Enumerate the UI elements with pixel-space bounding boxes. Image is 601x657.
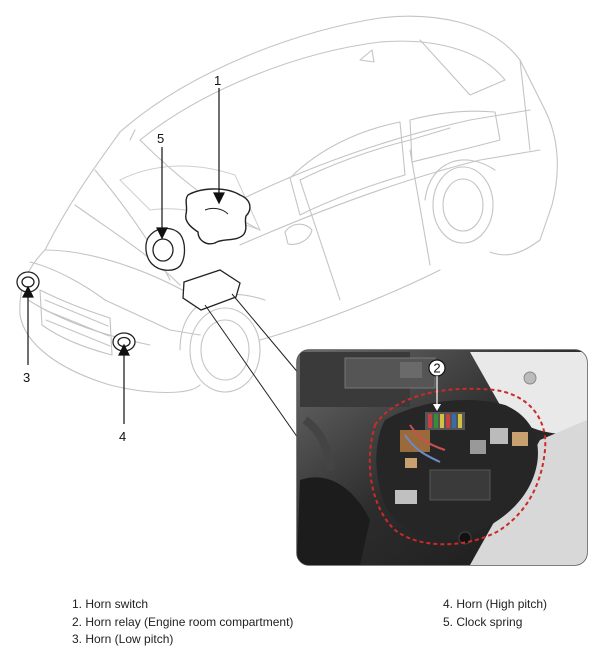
horn-high-pitch [112,332,136,352]
callout-5: 5 [157,131,164,146]
engine-room-box [182,269,241,311]
arrowhead-4 [118,343,130,356]
horn-switch-detail [204,207,229,215]
horn-switch-pad [184,188,251,245]
legend-item-3: 3. Horn (Low pitch) [72,632,174,646]
clock-spring [145,227,186,271]
callout-4: 4 [119,429,126,444]
inset-connector-line [231,293,301,376]
inset-connector-line [204,304,306,449]
callout-1: 1 [214,73,221,88]
legend-item-5: 5. Clock spring [443,614,523,629]
legend-item-2: 2. Horn relay (Engine room compartment) [72,614,294,629]
relay-box-highlight [368,387,547,546]
arrowhead-1 [213,192,225,205]
callout-3: 3 [23,370,30,385]
arrowhead-5 [156,227,168,240]
horn-system-diagram: 1 5 3 4 [16,15,588,566]
car-outline [19,15,558,394]
legend-item-1: 1. Horn switch [72,597,149,611]
legend-right: 4. Horn (High pitch) 5. Clock spring [443,596,547,631]
legend-item-4: 4. Horn (High pitch) [443,597,548,611]
callout-2: 2 [433,361,440,376]
arrowhead-3 [22,285,34,298]
legend-left: 1. Horn switch 2. Horn relay (Engine roo… [72,596,293,649]
horn-low-pitch [16,271,40,293]
engine-room-photo-inset: 2 [296,349,588,566]
arrowhead-2 [433,404,441,411]
